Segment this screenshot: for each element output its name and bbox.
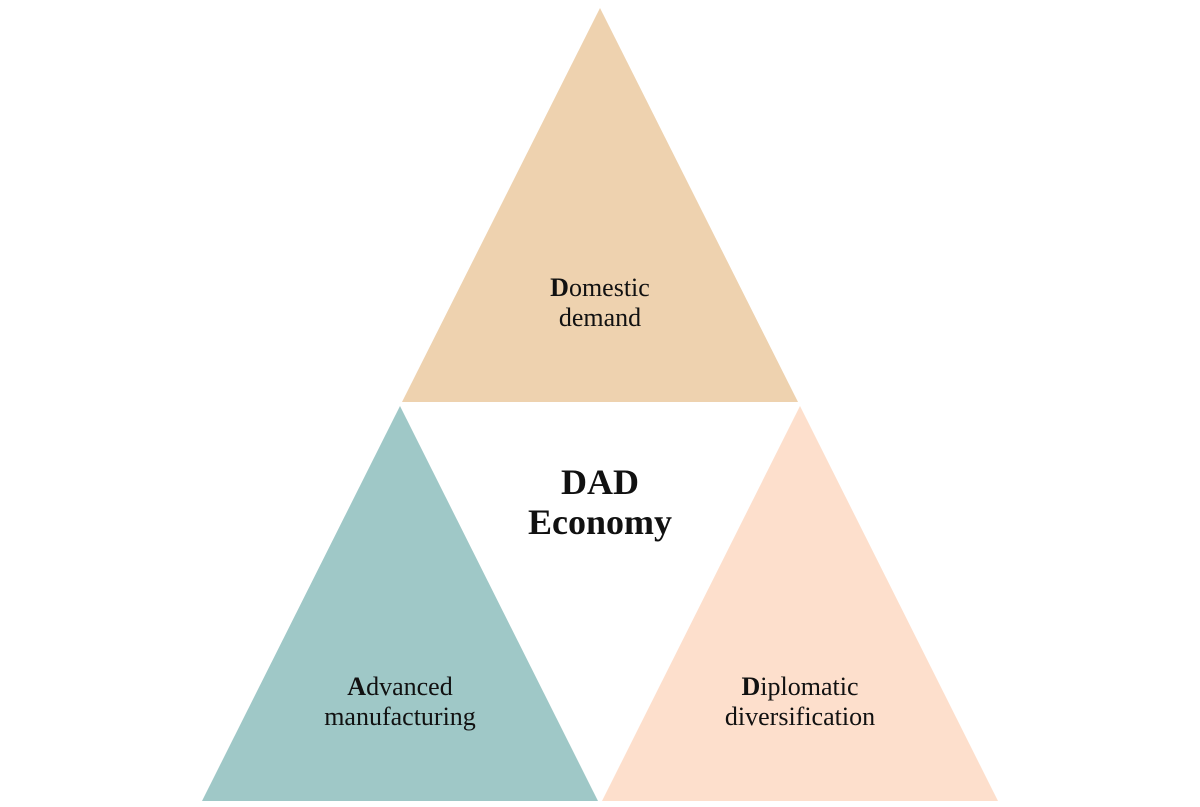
- triangle-right-shape: [602, 406, 998, 801]
- triangle-right-label: Diplomatic: [742, 672, 859, 701]
- triangle-top-line2: demand: [559, 303, 641, 332]
- triangle-top-label: Domestic: [550, 273, 650, 302]
- triangle-left-line1-rest: dvanced: [366, 672, 453, 701]
- triangle-left-line2: manufacturing: [324, 702, 476, 731]
- triangle-top-initial: D: [550, 273, 569, 302]
- center-title-group: DAD Economy: [528, 462, 672, 542]
- center-title-line1: DAD: [561, 462, 639, 502]
- triangle-advanced-manufacturing: Advanced manufacturing: [202, 406, 598, 801]
- triangle-left-initial: A: [347, 672, 366, 701]
- triangle-top-shape: [402, 8, 798, 402]
- triangle-domestic-demand: Domestic demand: [402, 8, 798, 402]
- center-title-line2: Economy: [528, 502, 672, 542]
- triangle-left-shape: [202, 406, 598, 801]
- triangle-left-label: Advanced: [347, 672, 452, 701]
- triangle-right-initial: D: [742, 672, 761, 701]
- triangle-diplomatic-diversification: Diplomatic diversification: [602, 406, 998, 801]
- triangle-right-line2: diversification: [725, 702, 875, 731]
- triangle-top-line1-rest: omestic: [569, 273, 650, 302]
- triangle-right-line1-rest: iplomatic: [760, 672, 858, 701]
